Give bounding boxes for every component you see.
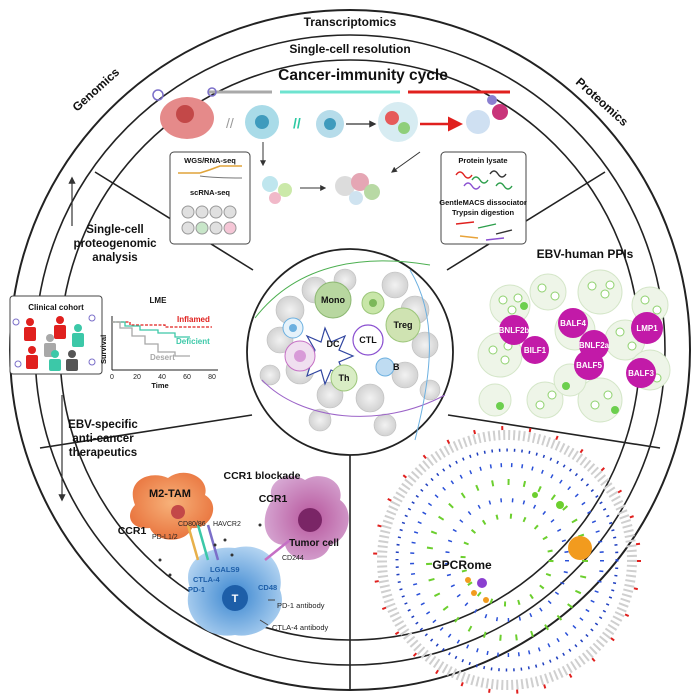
x-tick: 80 <box>208 374 216 381</box>
ebv-node-label: BALF4 <box>560 319 586 328</box>
trypsin-label: Trypsin digestion <box>452 208 515 217</box>
survival-ylabel: Survival <box>99 335 108 364</box>
proteogenomic-line3: analysis <box>92 252 137 264</box>
ebv-node-label: BNLF2a <box>579 341 610 350</box>
ppi-ebv-nodes: BNLF2b BALF4 BNLF2a BILF1 BALF5 LMP1 BAL… <box>499 308 663 388</box>
cycle-cells: // // <box>152 87 508 142</box>
b-cell <box>375 357 395 377</box>
survival-xlabel: Time <box>151 381 168 390</box>
sequencing-cluster <box>260 142 421 205</box>
x-tick: 0 <box>110 374 114 381</box>
t-label: T <box>232 593 239 605</box>
mono-cell <box>314 281 352 319</box>
gentlemacs-label: GentleMACS dissociator <box>439 198 527 207</box>
cd80-label: CD80/86 <box>178 521 206 528</box>
cd48-label: CD48 <box>258 583 277 592</box>
desert-line <box>112 321 190 357</box>
deficient-line <box>112 321 190 338</box>
th-cell <box>330 364 358 392</box>
ebv-node-label: LMP1 <box>636 324 658 333</box>
single-cell-label: Single-cell resolution <box>289 42 410 56</box>
x-tick: 60 <box>183 374 191 381</box>
ebv-node <box>499 315 529 345</box>
ebv-node-label: BALF3 <box>628 369 654 378</box>
ccr1-blockade-label: CCR1 blockade <box>223 470 300 482</box>
ebv-node <box>626 358 656 388</box>
b-label: B <box>393 362 400 372</box>
m2tam-label: M2-TAM <box>149 488 191 500</box>
m2-tam-cell <box>130 472 214 540</box>
ebv-node-label: BNLF2b <box>499 326 530 335</box>
therapy-illustration: M2-TAM T <box>130 472 349 636</box>
pd1-antibody-label: PD-1 antibody <box>277 601 325 610</box>
ccr1-right-label: CCR1 <box>259 493 288 505</box>
deficient-label: Deficient <box>176 337 210 346</box>
ebv-node <box>574 350 604 380</box>
gpcr-node <box>477 578 487 588</box>
ctl-label: CTL <box>359 335 377 345</box>
inflamed-line <box>112 321 212 328</box>
tme-center: Mono DC CTL Treg Th B <box>254 260 446 441</box>
tumor-cell-label: Tumor cell <box>289 538 339 549</box>
patient-icons <box>12 314 96 371</box>
ctla4-label: CTLA-4 <box>193 575 220 584</box>
transcriptomics-label: Transcriptomics <box>304 15 397 29</box>
protein-squiggles <box>455 170 513 190</box>
ppi-title: EBV-human PPIs <box>537 247 634 261</box>
gpcrome-circle <box>373 426 641 694</box>
lgals9-label: LGALS9 <box>210 565 240 574</box>
protein-lysate-label: Protein lysate <box>458 156 507 165</box>
gpcrome-title: GPCRome <box>432 558 492 572</box>
x-tick: 20 <box>133 374 141 381</box>
treg-cell <box>385 307 421 343</box>
ebv-node <box>521 336 549 364</box>
dc-label: DC <box>327 339 340 349</box>
cd244-label: CD244 <box>282 555 304 562</box>
gpcr-node <box>568 536 592 560</box>
ctl-cell <box>352 324 384 356</box>
pdl1-label: PD-L1/2 <box>152 534 178 541</box>
cycle-title: Cancer-immunity cycle <box>278 67 448 84</box>
mono-label: Mono <box>321 295 345 305</box>
ebv-line1: EBV-specific <box>68 419 138 431</box>
x-tick: 40 <box>158 374 166 381</box>
clinical-cohort-label: Clinical cohort <box>28 303 84 312</box>
th-label: Th <box>339 373 350 383</box>
ebv-node-label: BILF1 <box>524 346 547 355</box>
ctla4-antibody-label: CTLA-4 antibody <box>272 623 329 632</box>
survival-title: LME <box>150 296 168 305</box>
ebv-node <box>558 308 588 338</box>
virus-icon <box>152 89 164 101</box>
pd1-label: PD-1 <box>188 585 205 594</box>
ccr1-left-label: CCR1 <box>118 525 147 537</box>
scrna-cells <box>181 205 237 235</box>
desert-label: Desert <box>150 353 175 362</box>
treg-label: Treg <box>393 320 412 330</box>
proteogenomic-line1: Single-cell <box>86 224 144 236</box>
havcr2-label: HAVCR2 <box>213 521 241 528</box>
peptide-lines <box>455 221 513 241</box>
wgs-label: WGS/RNA-seq <box>184 156 236 165</box>
ebv-line2: anti-cancer <box>72 433 134 445</box>
ebv-node-label: BALF5 <box>576 361 602 370</box>
ebv-line3: therapeutics <box>69 447 137 459</box>
activated-tcell-icon <box>378 102 418 142</box>
genomics-box <box>169 151 251 245</box>
svg-text://: // <box>293 115 301 131</box>
proteogenomic-line2: proteogenomic <box>73 238 157 250</box>
survival-chart: LME Survival Time 0 20 40 60 80 Inflamed… <box>99 296 218 390</box>
inflamed-label: Inflamed <box>177 315 210 324</box>
scrna-label: scRNA-seq <box>190 188 230 197</box>
svg-text://: // <box>226 115 234 131</box>
ebv-node <box>631 312 663 344</box>
